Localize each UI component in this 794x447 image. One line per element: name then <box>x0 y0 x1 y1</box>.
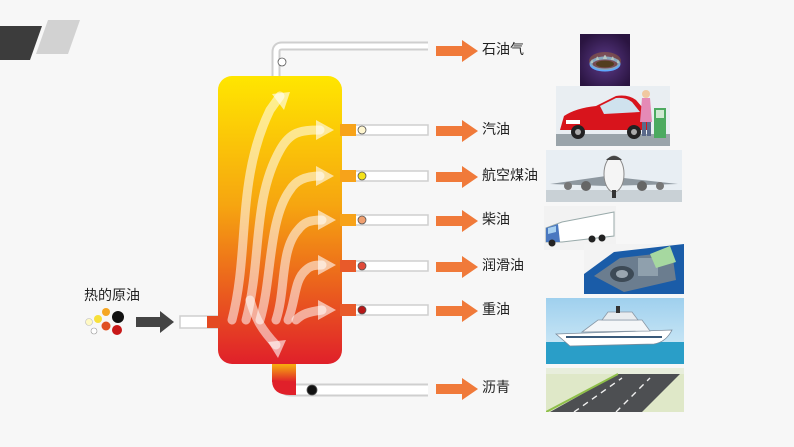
product-label-gasoline: 汽油 <box>482 122 510 138</box>
airplane-icon <box>546 150 682 202</box>
dot-gas <box>277 57 287 67</box>
crude-oil-dots <box>85 308 124 335</box>
car-fueling-icon <box>556 86 670 146</box>
dot-gasoline <box>357 125 367 135</box>
truck-icon <box>544 206 616 250</box>
output-arrows <box>436 40 478 400</box>
product-dots <box>277 57 367 396</box>
input-arrow <box>136 311 174 333</box>
product-label-lubricant: 润滑油 <box>482 258 524 274</box>
dot-lube <box>357 261 367 271</box>
engine-icon <box>584 244 684 294</box>
product-label-gas: 石油气 <box>482 42 524 58</box>
input-label: 热的原油 <box>84 288 140 304</box>
gas-flame-icon <box>580 34 630 86</box>
product-label-diesel: 柴油 <box>482 212 510 228</box>
ship-icon <box>546 298 684 364</box>
dot-asphalt <box>306 384 318 396</box>
product-label-kerosene: 航空煤油 <box>482 168 538 184</box>
gas-pipe <box>271 41 428 78</box>
road-icon <box>546 368 684 412</box>
dot-kerosene <box>357 171 367 181</box>
product-label-asphalt: 沥青 <box>482 380 510 396</box>
dot-heavy <box>357 305 367 315</box>
internal-arrowheads <box>268 92 336 358</box>
product-label-heavy-oil: 重油 <box>482 302 510 318</box>
dot-diesel <box>357 215 367 225</box>
